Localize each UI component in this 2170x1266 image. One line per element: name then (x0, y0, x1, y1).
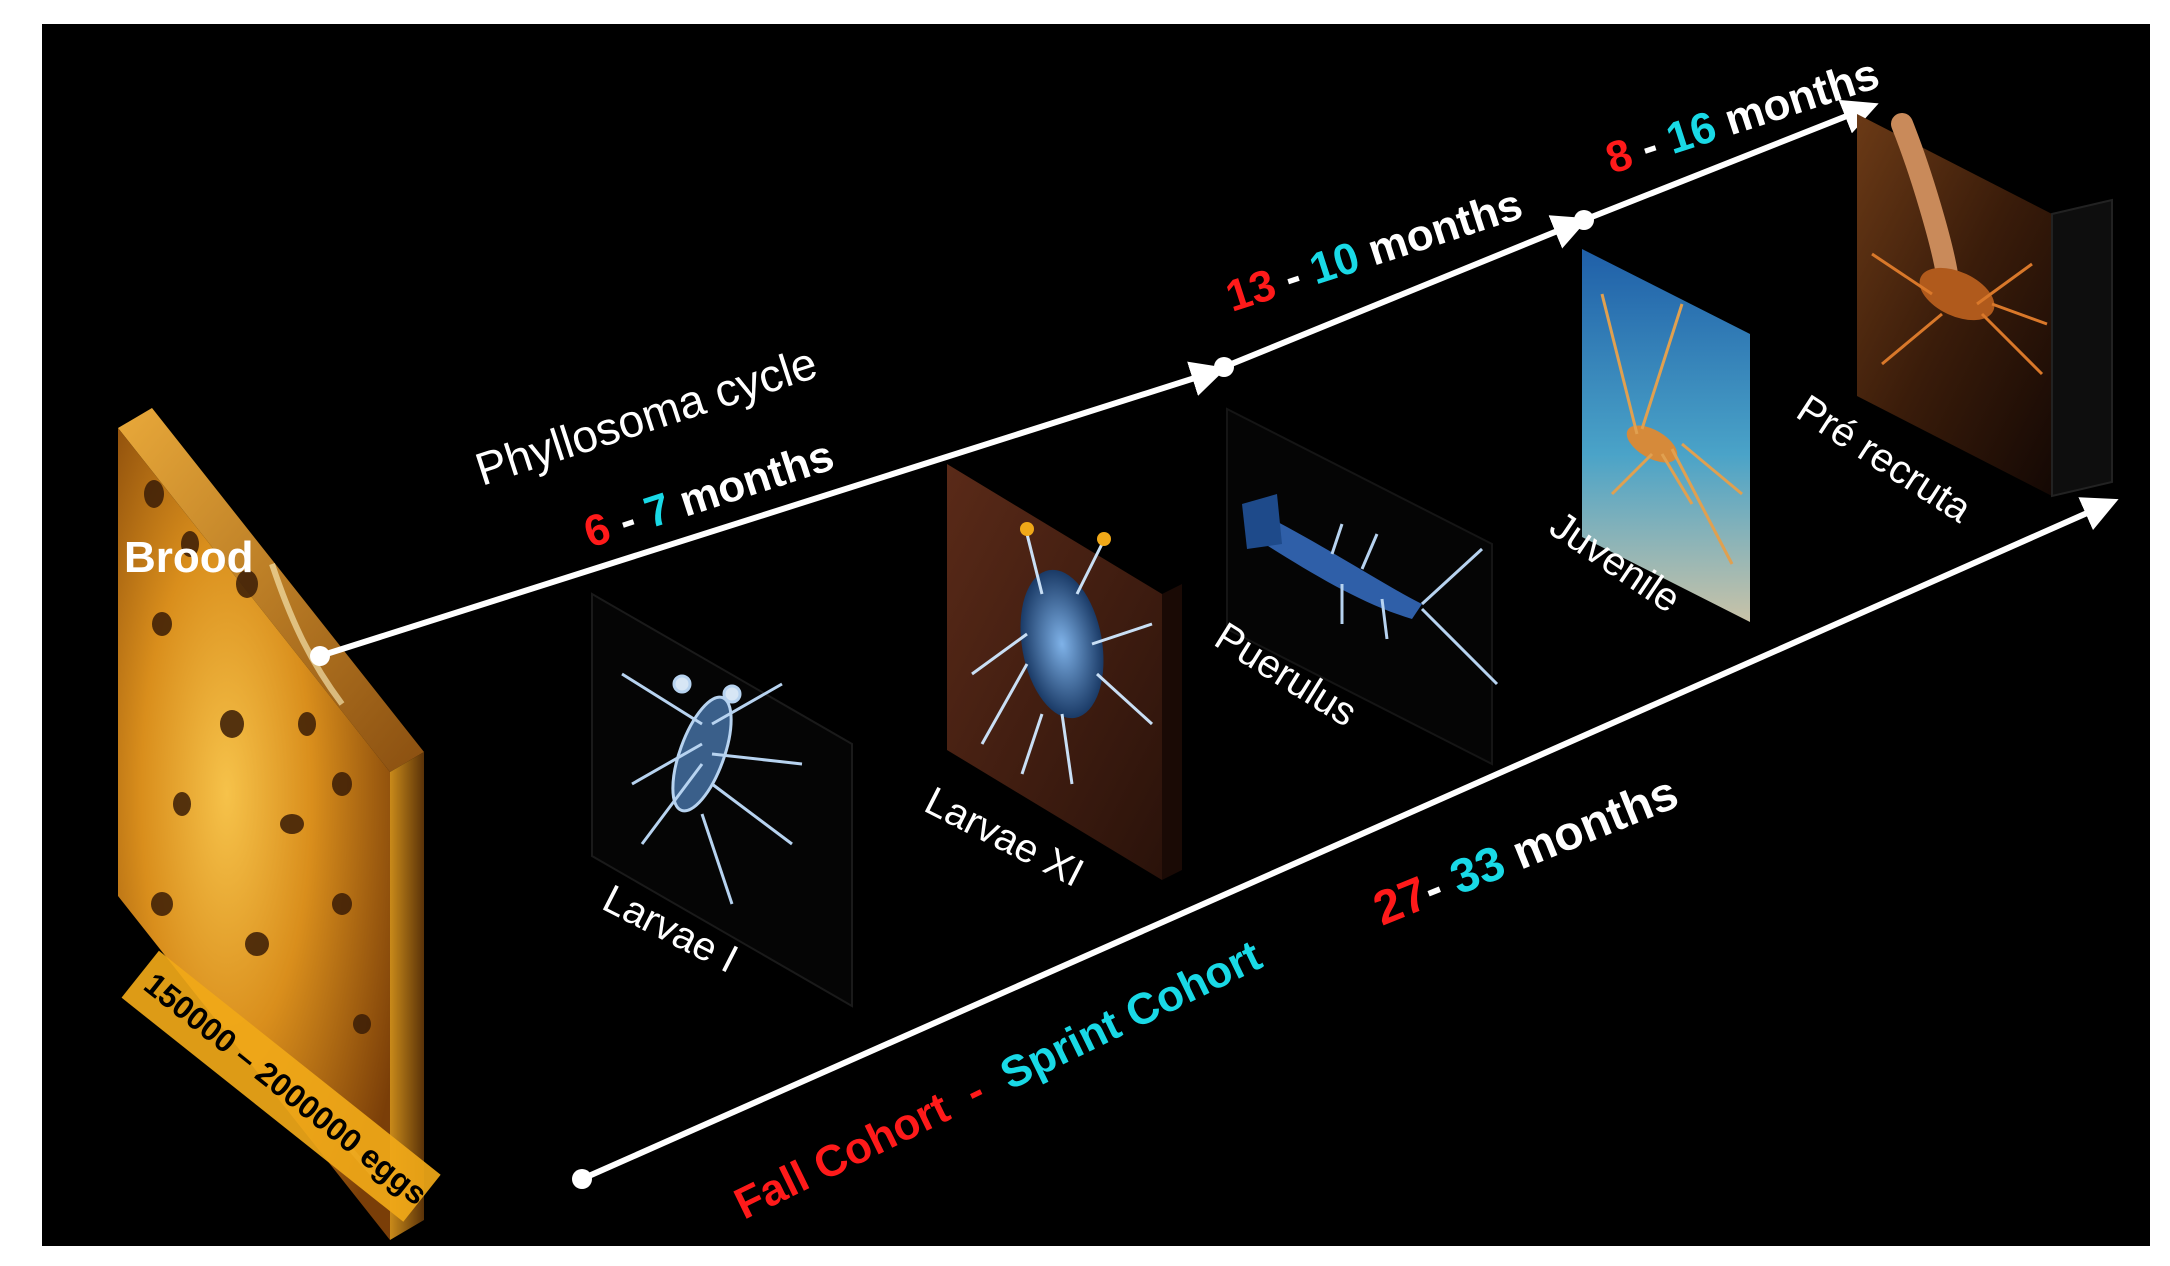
juvenile-illustration (1600, 293, 1743, 565)
larvae-1-panel (591, 592, 853, 1008)
puerulus-illustration (1242, 494, 1499, 686)
larvae-11-panel (947, 464, 1182, 880)
puerulus-unit: months (1350, 180, 1528, 279)
larvae-11-illustration (971, 522, 1154, 785)
puerulus-panel (1226, 407, 1499, 766)
total-cycle-node (572, 1169, 592, 1189)
cohort-fall: Fall Cohort (727, 1083, 957, 1229)
puerulus-arrow (1222, 215, 1589, 370)
brood-block-front (118, 428, 390, 1240)
brood-block-side (390, 752, 424, 1240)
phyllosoma-unit: months (662, 431, 840, 530)
juvenile-arrow (1582, 99, 1879, 223)
pre-recruit-panel (1857, 113, 2113, 498)
larvae-1-illustration (621, 672, 803, 905)
cohort-spring: Sprint Cohort (993, 931, 1270, 1099)
brood-title: Brood (124, 533, 254, 582)
juvenile-node (1574, 210, 1594, 230)
total-cycle-arrow (580, 497, 2119, 1182)
egg-spots (144, 480, 371, 1034)
puerulus-period: 13 - 10 months (1220, 180, 1528, 322)
juvenile-panel (1582, 249, 1750, 622)
diagram-canvas: 150000 – 2000000 eggs Brood (42, 24, 2150, 1246)
brood-block-top (118, 408, 424, 772)
pre-recruit-illustration (1871, 113, 2048, 376)
puerulus-node (1214, 357, 1234, 377)
brood-node (310, 646, 330, 666)
total-unit: months (1492, 766, 1685, 885)
life-cycle-diagram: 150000 – 2000000 eggs Brood (118, 49, 2119, 1240)
total-period: 27- 33 months (1366, 766, 1685, 936)
phyllosoma-arrow (319, 361, 1227, 659)
